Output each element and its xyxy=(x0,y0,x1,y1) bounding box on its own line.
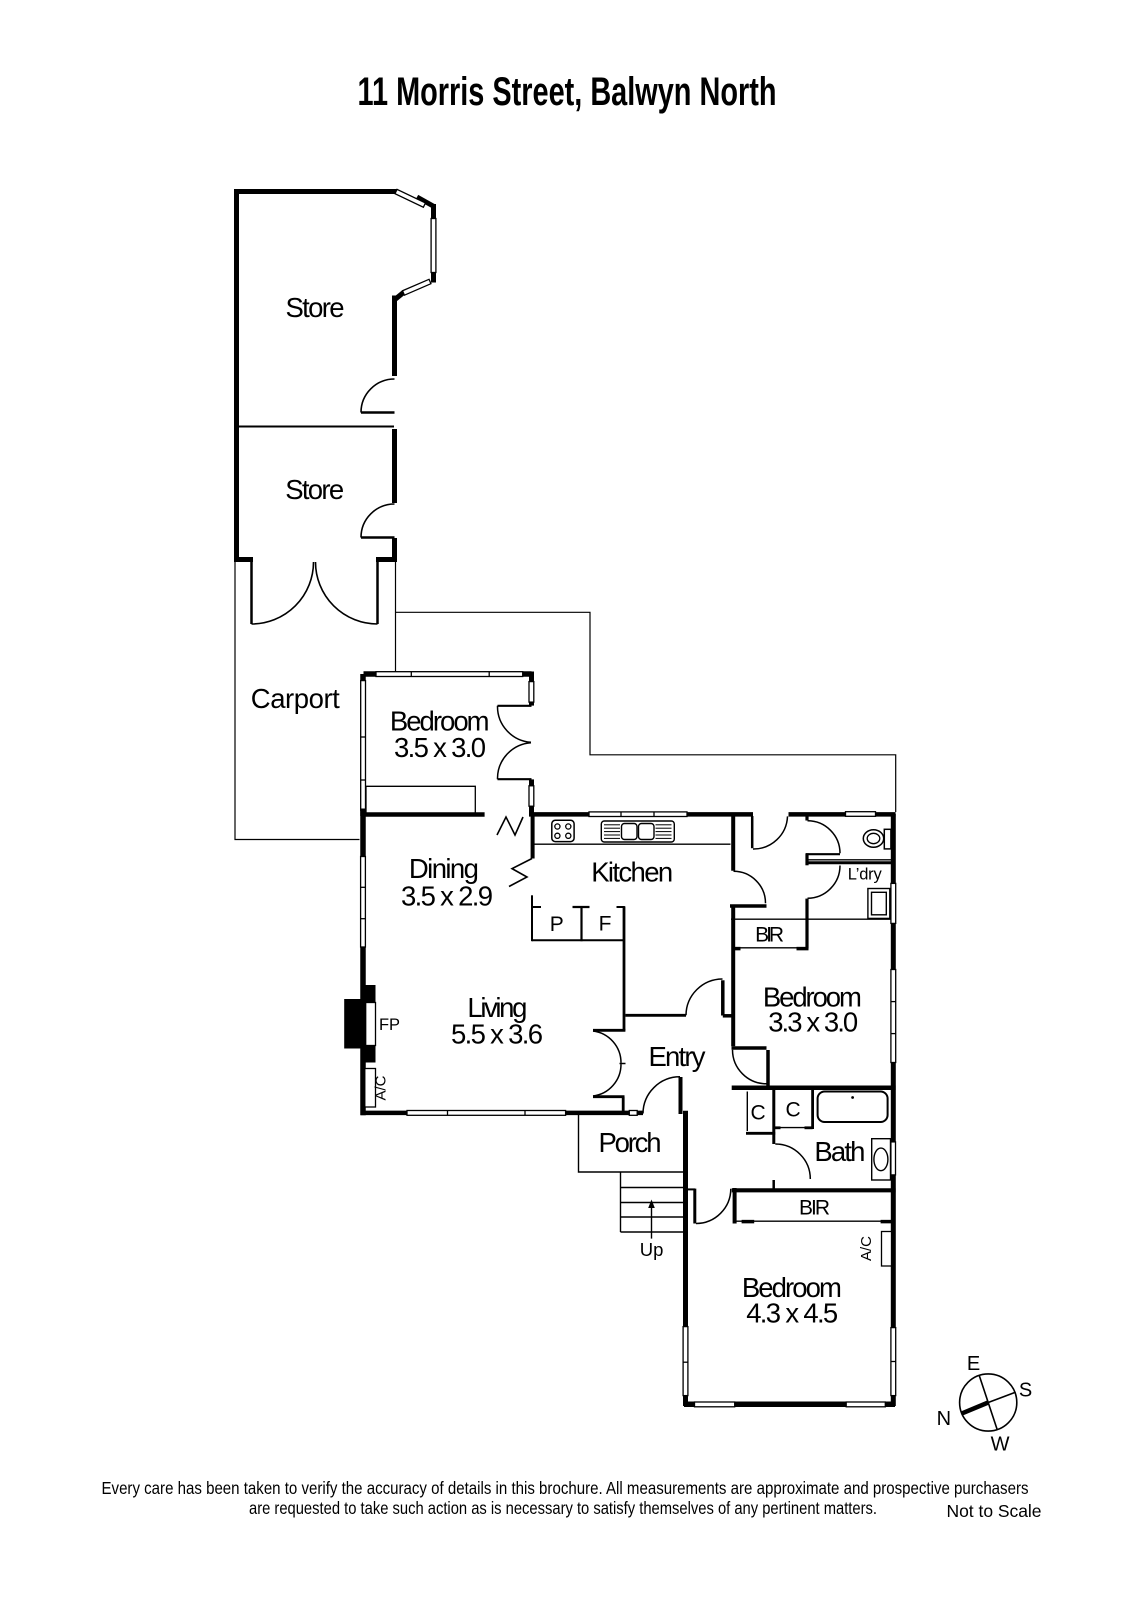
svg-text:Store: Store xyxy=(286,292,345,323)
svg-text:C: C xyxy=(786,1099,801,1122)
svg-text:L’dry: L’dry xyxy=(848,866,883,884)
svg-text:3.5 x 2.9: 3.5 x 2.9 xyxy=(401,881,493,912)
svg-text:Entry: Entry xyxy=(649,1041,706,1072)
svg-text:A/C: A/C xyxy=(373,1075,390,1100)
svg-text:E: E xyxy=(967,1353,980,1375)
svg-text:A/C: A/C xyxy=(858,1236,875,1261)
svg-text:P: P xyxy=(550,913,564,936)
svg-text:Living: Living xyxy=(467,992,527,1023)
svg-text:S: S xyxy=(1019,1380,1032,1402)
svg-text:Porch: Porch xyxy=(599,1127,662,1158)
svg-text:Every care has been taken to v: Every care has been taken to verify the … xyxy=(102,1478,1029,1498)
svg-text:BIR: BIR xyxy=(799,1197,830,1220)
svg-text:Bedroom: Bedroom xyxy=(763,982,862,1013)
svg-text:Kitchen: Kitchen xyxy=(591,857,673,888)
svg-text:N: N xyxy=(937,1408,951,1430)
svg-text:Bedroom: Bedroom xyxy=(390,705,490,736)
svg-text:Store: Store xyxy=(285,474,344,505)
svg-text:FP: FP xyxy=(379,1016,400,1034)
svg-text:5.5 x 3.6: 5.5 x 3.6 xyxy=(451,1019,543,1050)
svg-text:3.5 x 3.0: 3.5 x 3.0 xyxy=(394,732,486,763)
svg-text:C: C xyxy=(751,1102,766,1125)
svg-text:11 Morris Street, Balwyn North: 11 Morris Street, Balwyn North xyxy=(358,70,777,114)
svg-text:W: W xyxy=(991,1434,1010,1456)
svg-text:4.3 x 4.5: 4.3 x 4.5 xyxy=(746,1298,838,1329)
svg-text:Dining: Dining xyxy=(409,853,479,884)
svg-text:Carport: Carport xyxy=(251,683,340,714)
svg-text:are requested to take such act: are requested to take such action as is … xyxy=(249,1498,877,1518)
svg-text:3.3 x 3.0: 3.3 x 3.0 xyxy=(768,1007,858,1038)
svg-text:Bath: Bath xyxy=(814,1136,865,1167)
svg-text:BIR: BIR xyxy=(755,924,784,947)
svg-text:F: F xyxy=(599,913,612,936)
svg-text:Not to Scale: Not to Scale xyxy=(947,1501,1042,1521)
svg-text:Bedroom: Bedroom xyxy=(742,1272,842,1303)
svg-text:Up: Up xyxy=(640,1239,664,1260)
